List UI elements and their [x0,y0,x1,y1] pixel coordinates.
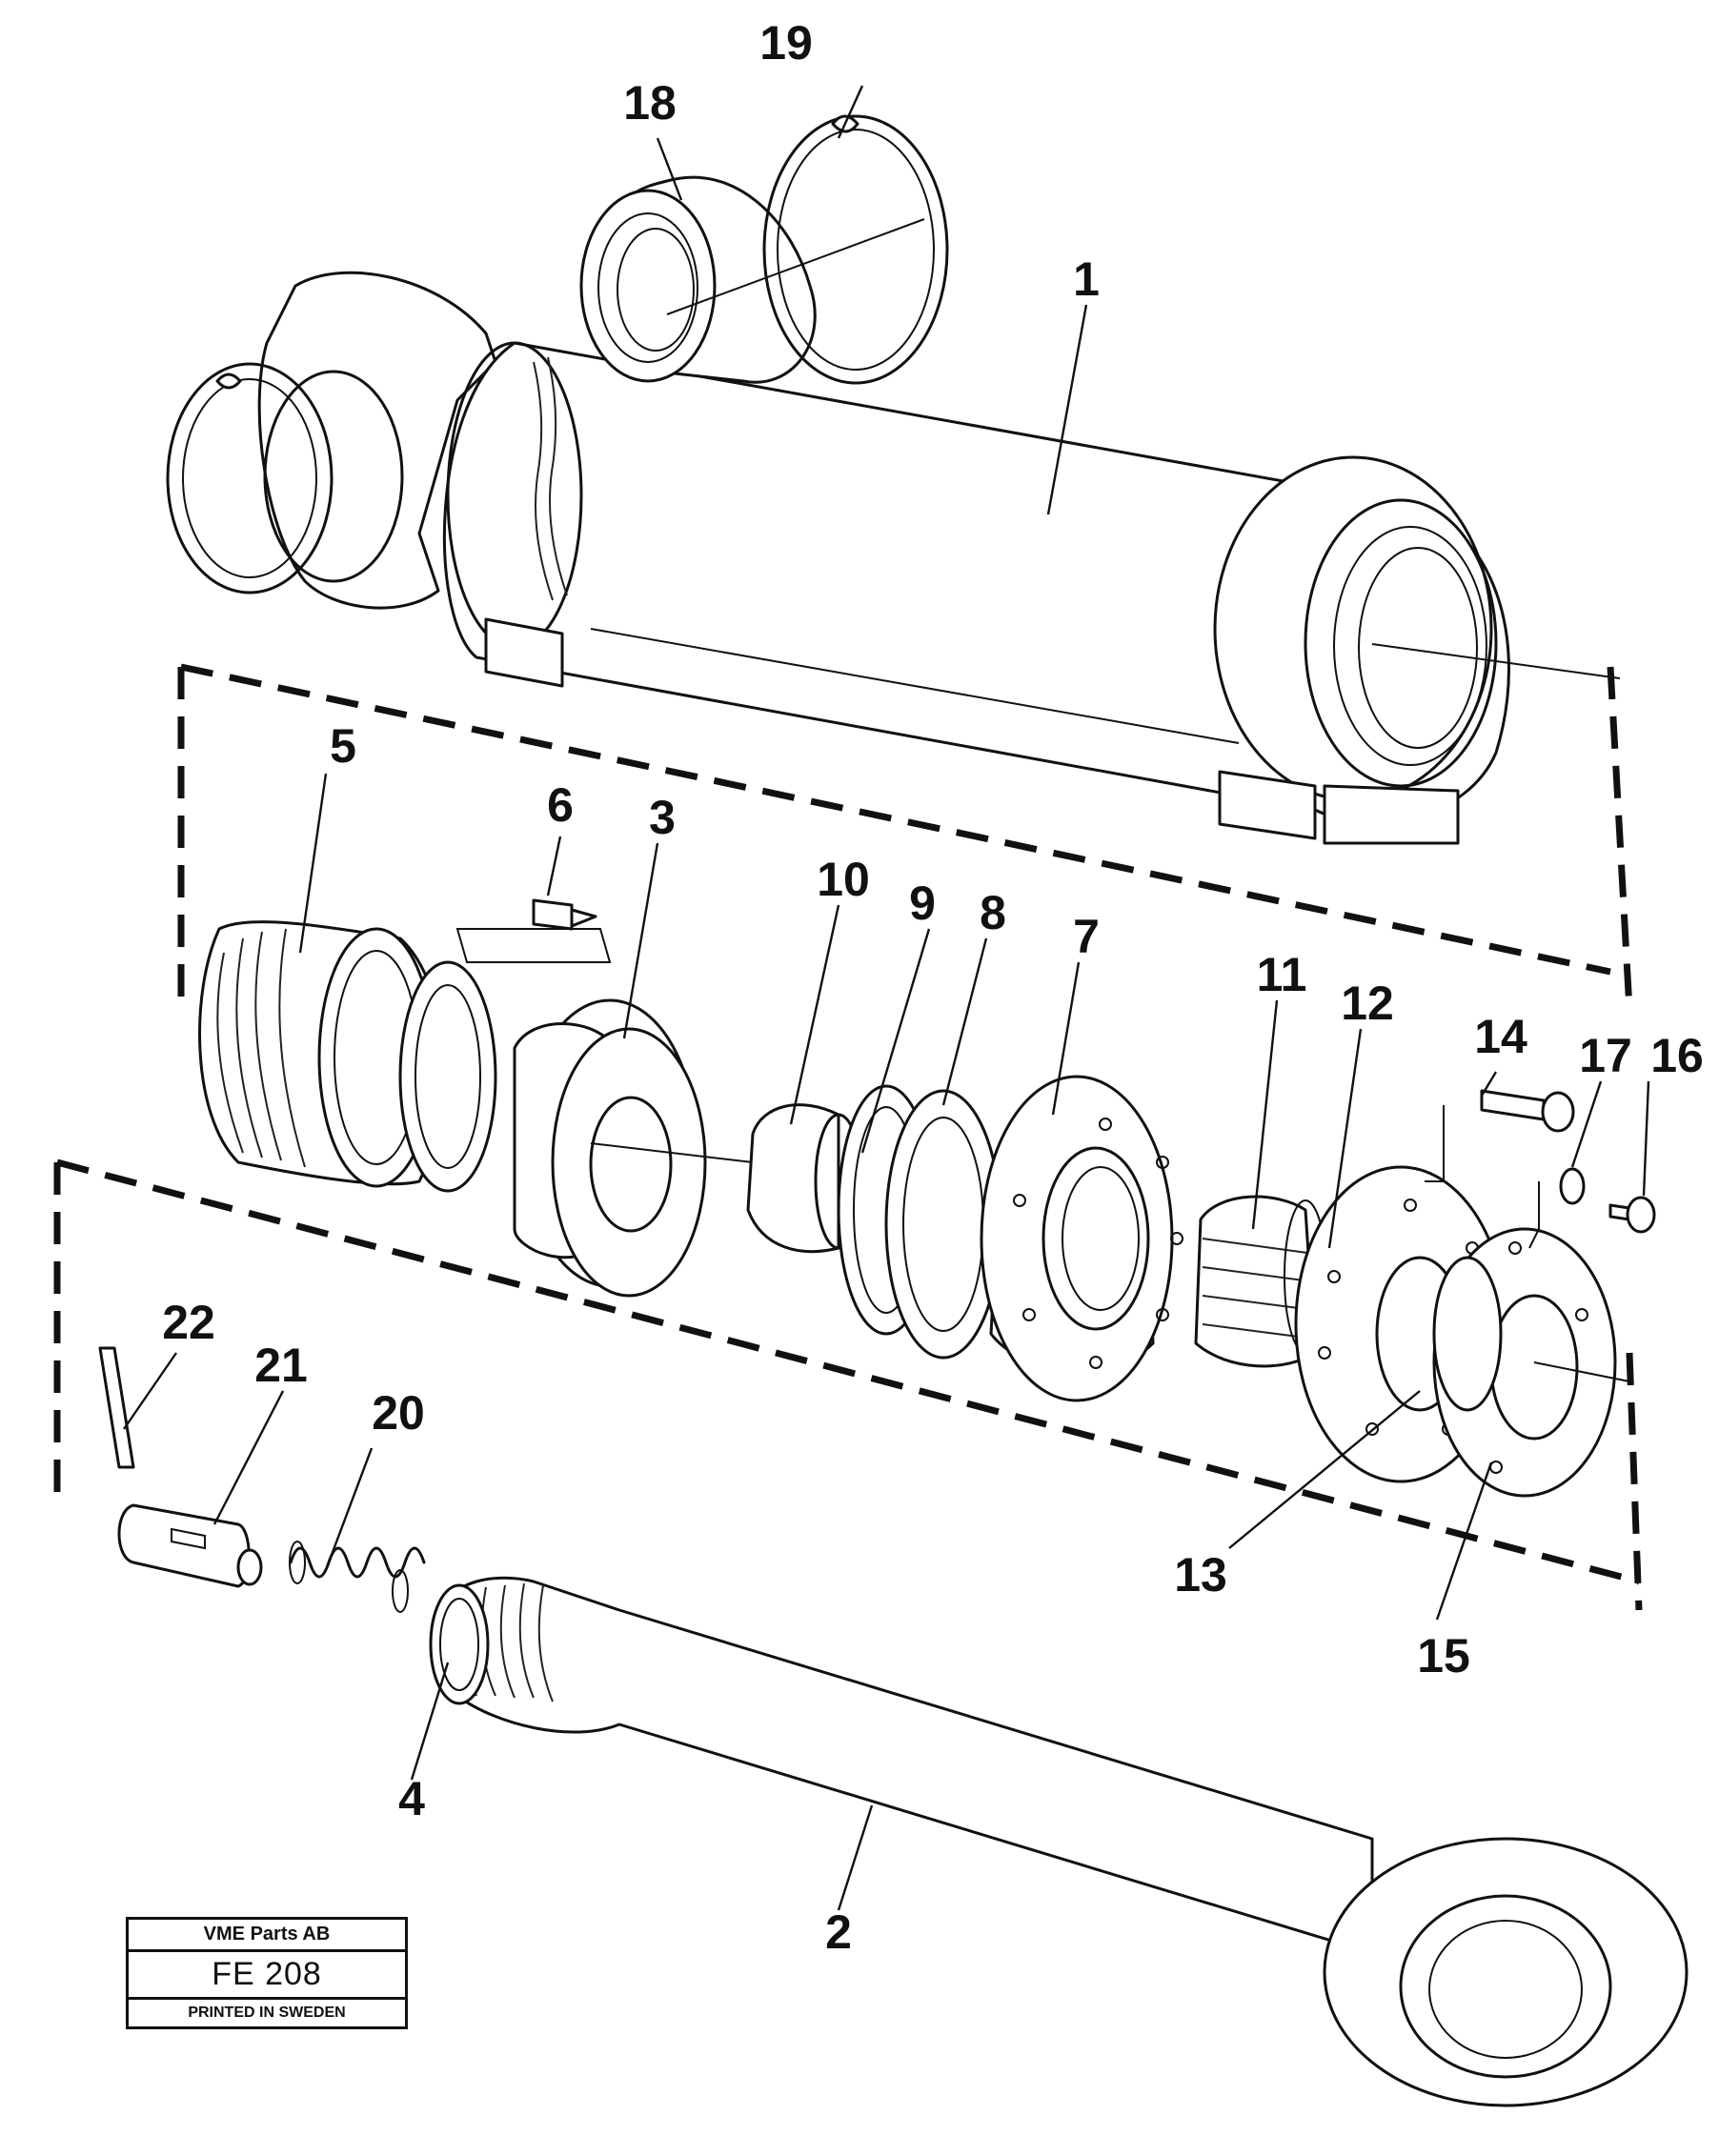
diagram-code: FE 208 [129,1952,405,2000]
label-part-4: 4 [398,1772,425,1825]
label-part-11: 11 [1257,948,1307,1001]
title-block: VME Parts AB FE 208 PRINTED IN SWEDEN [126,1917,408,2029]
valve-pin [117,1503,263,1588]
label-part-1: 1 [1073,252,1100,306]
cylinder-tube [257,271,1621,845]
label-part-15: 15 [1417,1629,1470,1682]
label-part-10: 10 [817,853,870,906]
label-part-9: 9 [909,877,936,930]
screws-and-washers [1425,1089,1656,1249]
rod-seals [837,1084,1002,1360]
label-part-22: 22 [162,1296,215,1349]
label-part-13: 13 [1174,1548,1227,1602]
label-part-12: 12 [1341,977,1394,1030]
spherical-bearing [579,175,925,384]
cylinder-head [980,1075,1183,1402]
leader-lines [123,85,1650,1911]
company-name: VME Parts AB [129,1920,405,1952]
set-screw [455,898,612,963]
pin [98,1346,135,1469]
guide-ring [746,1103,863,1254]
label-part-16: 16 [1650,1029,1704,1082]
label-part-17: 17 [1579,1029,1632,1082]
label-part-5: 5 [330,719,356,773]
label-part-2: 2 [825,1905,852,1959]
rod-ring [429,1583,490,1705]
label-part-8: 8 [980,886,1006,939]
piston-seal-set [198,920,497,1193]
label-part-3: 3 [649,791,676,844]
label-part-19: 19 [759,16,813,70]
label-part-20: 20 [372,1386,425,1440]
spring [289,1541,426,1613]
piston-group-dashed-box [53,663,1643,1611]
printed-notice: PRINTED IN SWEDEN [188,2005,346,2021]
label-part-21: 21 [254,1339,308,1392]
piston [513,998,754,1298]
label-part-7: 7 [1073,910,1100,963]
label-part-6: 6 [547,778,574,832]
label-part-18: 18 [623,76,677,130]
left-retaining-ring [166,362,404,594]
piston-rod [446,1576,1689,2107]
label-part-14: 14 [1474,1010,1527,1063]
part-labels: 1 2 3 4 5 6 7 8 9 10 11 12 13 14 15 16 1… [162,16,1704,1959]
retainer-plate [1432,1227,1630,1498]
